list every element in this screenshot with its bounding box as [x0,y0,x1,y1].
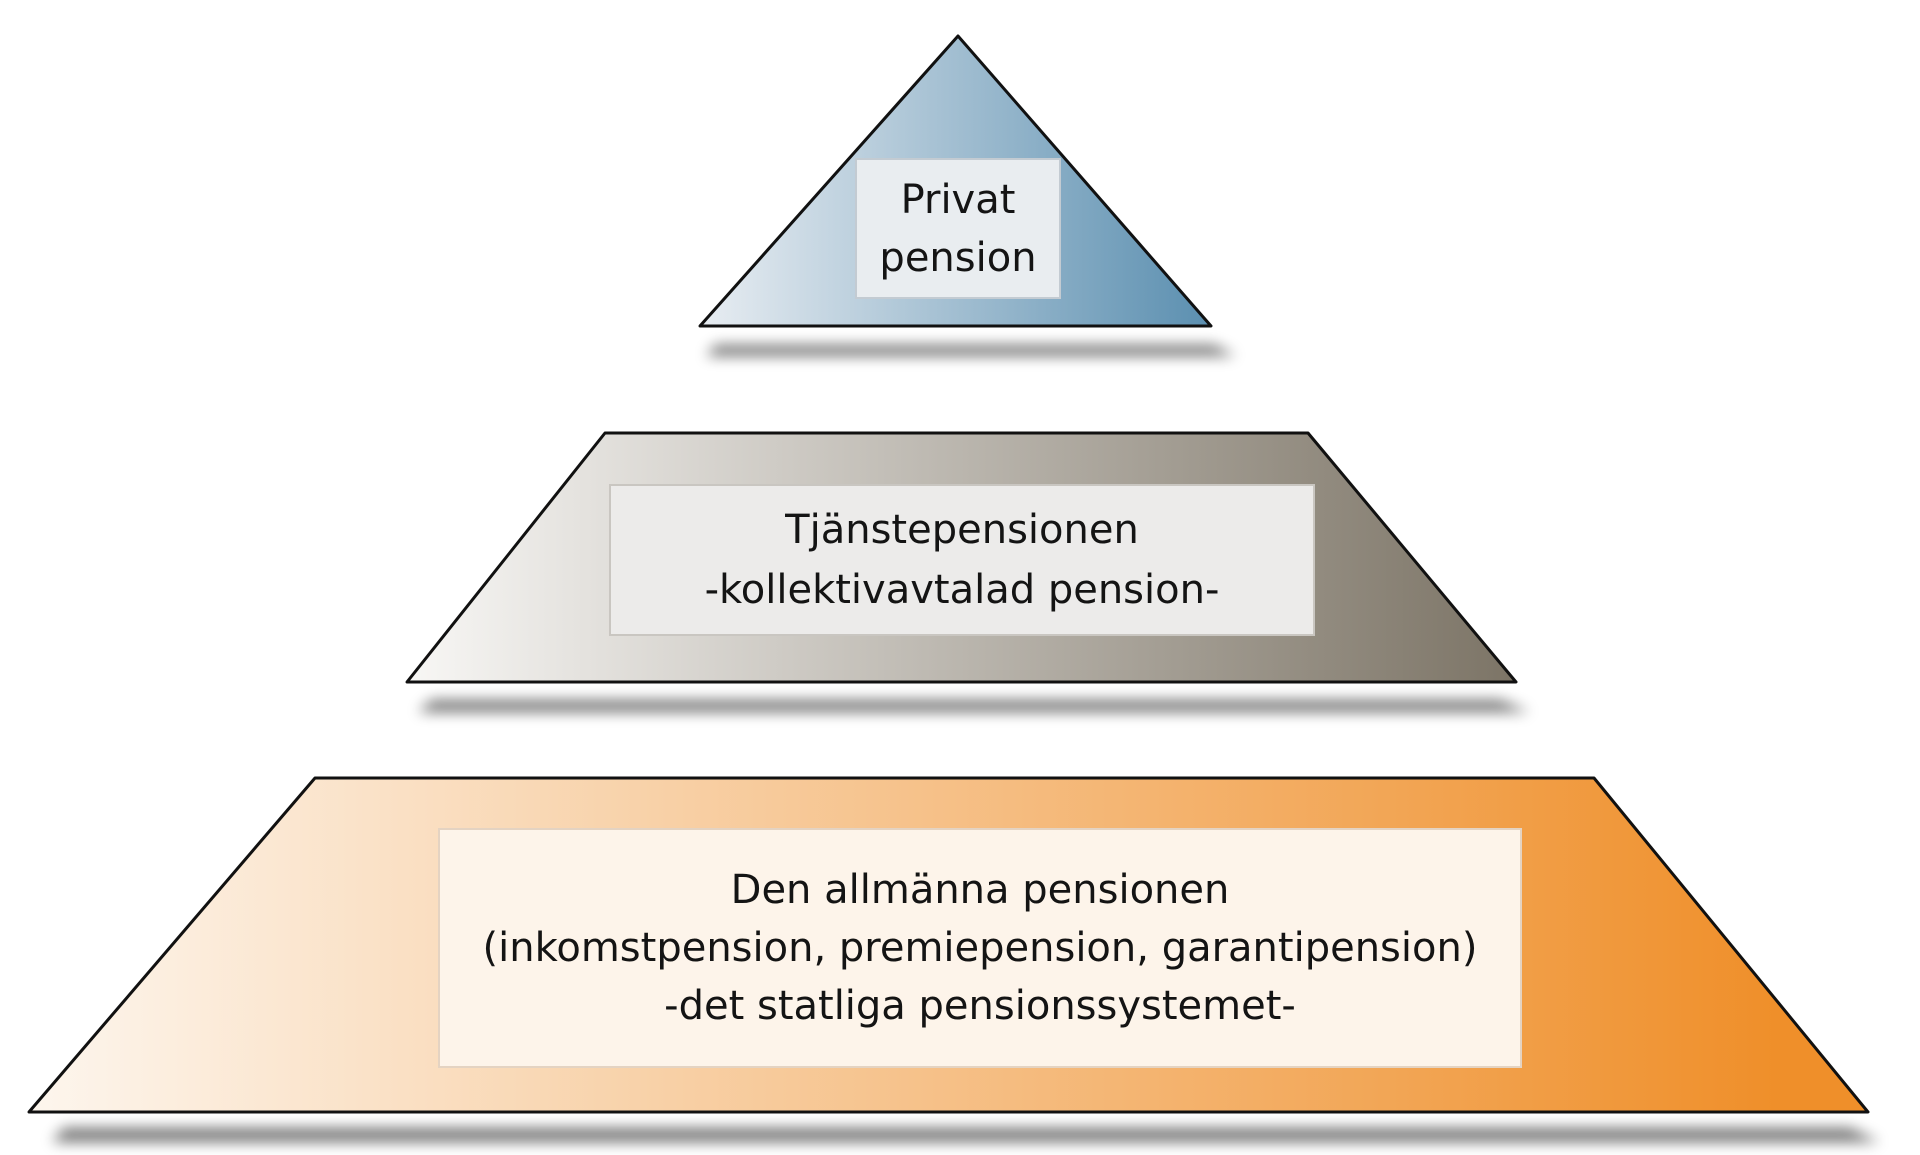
bottom-tier-shadow [52,1128,1880,1142]
top-tier-shadow [706,345,1236,356]
middle-tier-line-2: -kollektivavtalad pension- [704,567,1220,613]
top-tier-line-1: Privat [900,176,1016,223]
top-tier-line-2: pension [879,234,1037,281]
bottom-tier-line-1: Den allmänna pensionen [730,867,1230,913]
bottom-tier-line-2: (inkomstpension, premiepension, garantip… [482,925,1478,971]
top-tier-label: Privat pension [855,158,1061,299]
bottom-tier-line-3: -det statliga pensionssystemet- [664,983,1296,1029]
bottom-tier-label: Den allmänna pensionen (inkomstpension, … [438,828,1522,1068]
middle-tier-line-1: Tjänstepensionen [785,507,1139,553]
middle-tier-shadow [418,700,1530,712]
tier-shadows [52,345,1880,1142]
middle-tier-label: Tjänstepensionen -kollektivavtalad pensi… [609,484,1315,636]
